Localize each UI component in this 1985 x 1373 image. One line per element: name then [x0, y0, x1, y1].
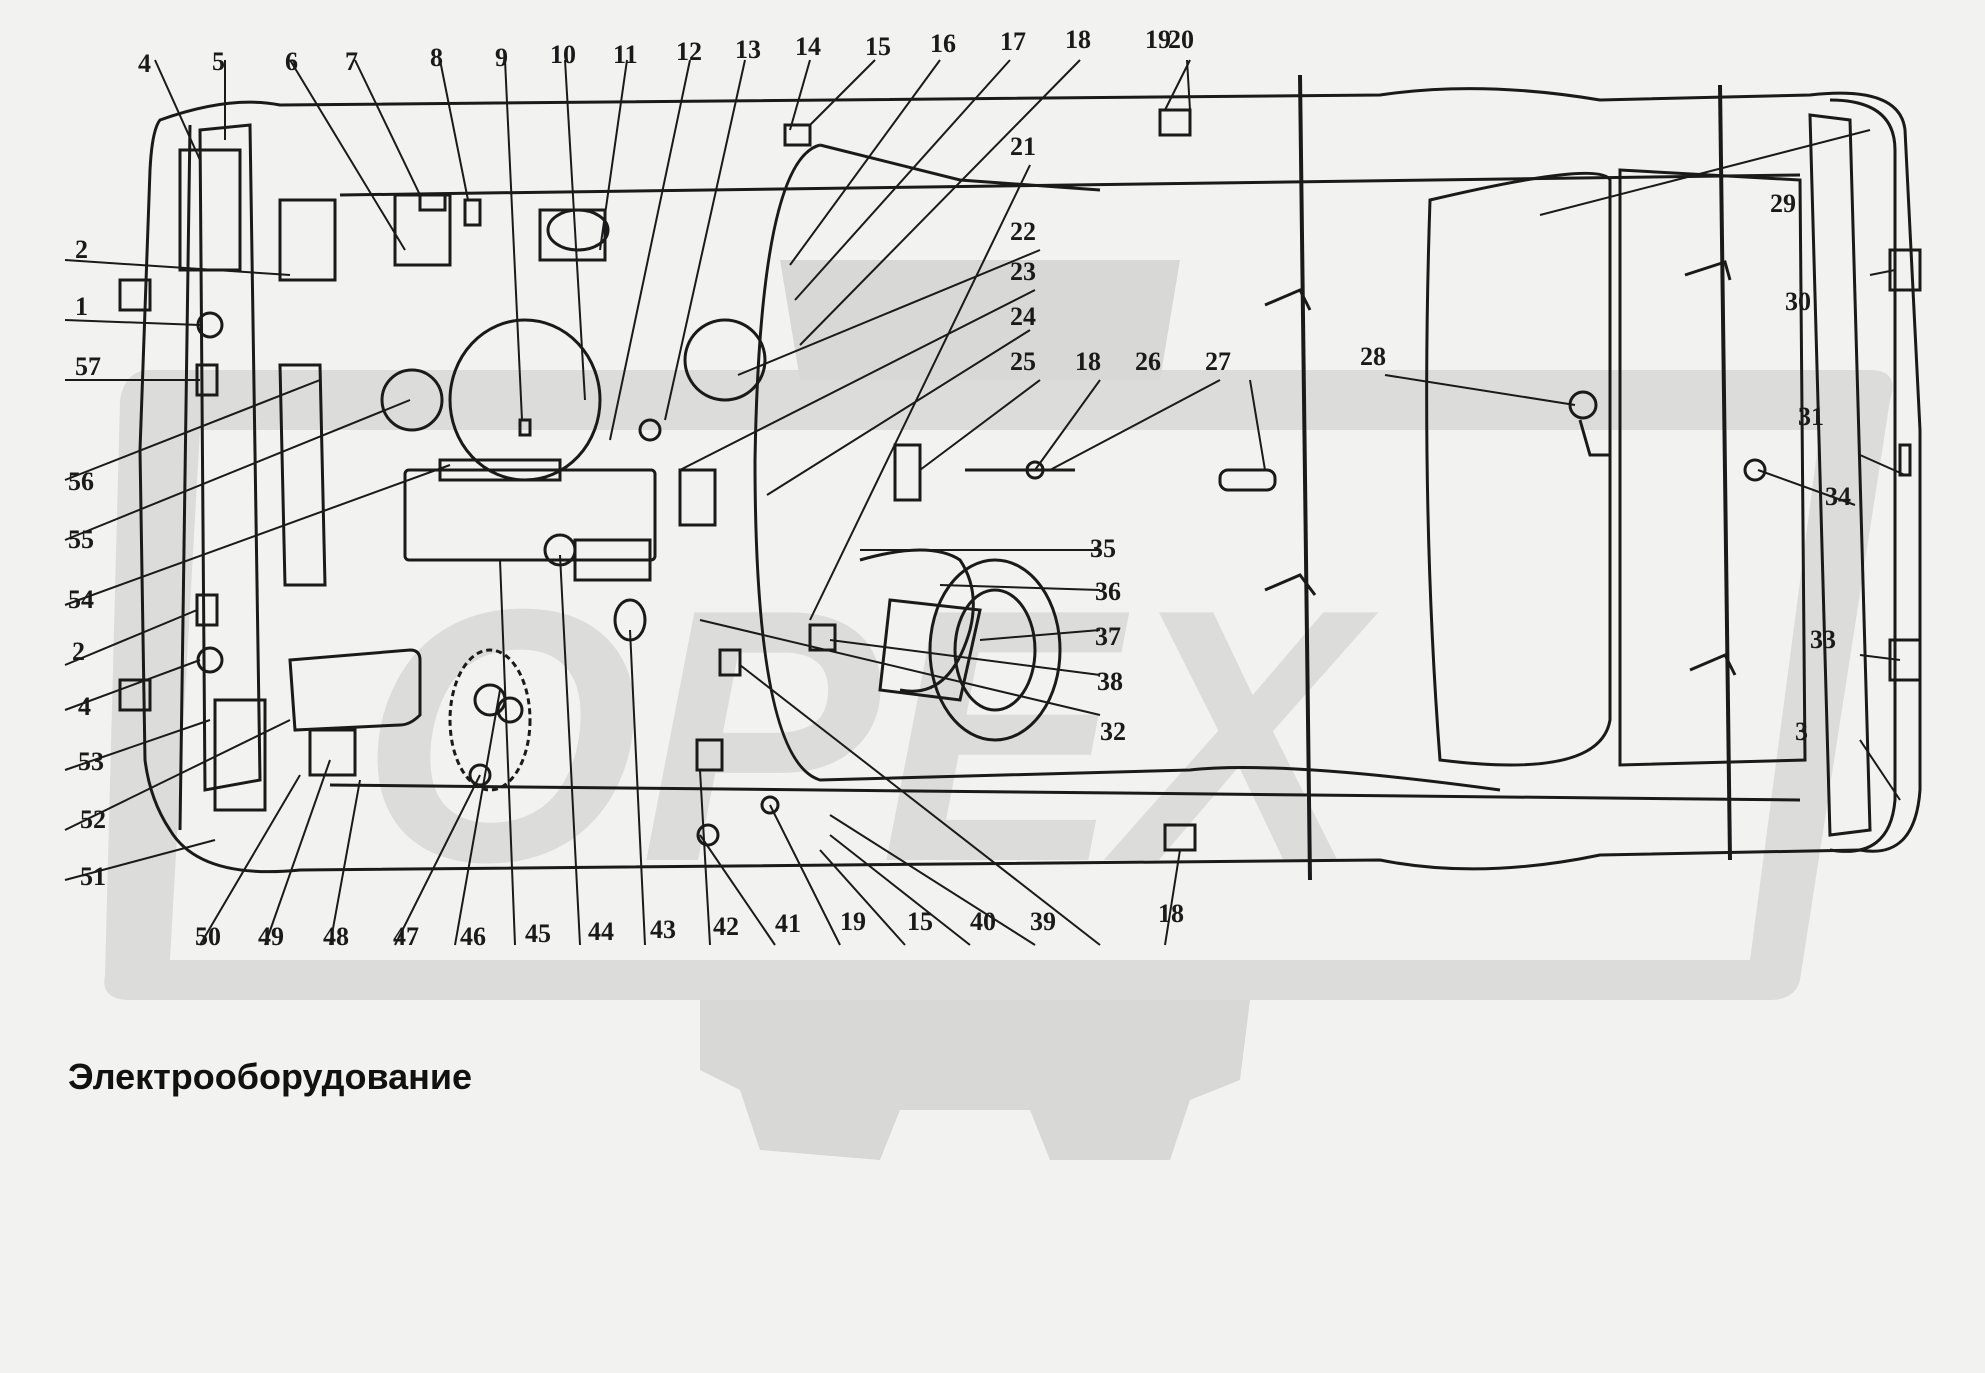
callout-number: 18: [1075, 347, 1101, 376]
callout-number: 10: [550, 40, 576, 69]
callout-number: 19: [1145, 25, 1171, 54]
callout-number: 52: [80, 805, 106, 834]
callout-number: 39: [1030, 907, 1056, 936]
callout-number: 8: [430, 43, 443, 72]
callout-number: 35: [1090, 534, 1116, 563]
callout-number: 18: [1158, 899, 1184, 928]
callout-number: 50: [195, 922, 221, 951]
callout-number: 13: [735, 35, 761, 64]
callout-number: 17: [1000, 27, 1026, 56]
callout-number: 6: [285, 47, 298, 76]
callout-number: 24: [1010, 302, 1036, 331]
callout-number: 37: [1095, 622, 1121, 651]
callout-number: 15: [907, 907, 933, 936]
callout-number: 56: [68, 467, 94, 496]
callout-number: 36: [1095, 577, 1121, 606]
callout-number: 34: [1825, 482, 1851, 511]
callout-number: 28: [1360, 342, 1386, 371]
callout-number: 33: [1810, 625, 1836, 654]
callout-number: 47: [393, 922, 419, 951]
callout-number: 27: [1205, 347, 1231, 376]
callout-number: 18: [1065, 25, 1091, 54]
callout-number: 2: [75, 235, 88, 264]
callout-number: 31: [1798, 402, 1824, 431]
callout-number: 46: [460, 922, 486, 951]
callout-number: 16: [930, 29, 956, 58]
callout-number: 48: [323, 922, 349, 951]
callout-number: 41: [775, 909, 801, 938]
callout-number: 12: [676, 37, 702, 66]
callout-number: 42: [713, 912, 739, 941]
callout-number: 1: [75, 292, 88, 321]
callout-number: 40: [970, 907, 996, 936]
callout-labels: 4 5 6 7 8 9 10 11 12 13 14 15 16 17 18 1…: [68, 25, 1851, 951]
callout-number: 45: [525, 919, 551, 948]
diagram-caption: Электрооборудование: [68, 1056, 473, 1097]
callout-number: 23: [1010, 257, 1036, 286]
callout-number: 53: [78, 747, 104, 776]
callout-number: 30: [1785, 287, 1811, 316]
callout-number: 55: [68, 525, 94, 554]
callout-number: 43: [650, 915, 676, 944]
callout-number: 14: [795, 32, 821, 61]
callout-number: 32: [1100, 717, 1126, 746]
callout-number: 19: [840, 907, 866, 936]
callout-number: 15: [865, 32, 891, 61]
car-body: [118, 74, 1922, 881]
watermark-logo: ОРЕХ: [104, 260, 1893, 1160]
callout-number: 49: [258, 922, 284, 951]
callout-number: 29: [1770, 189, 1796, 218]
callout-number: 7: [345, 47, 358, 76]
callout-number: 57: [75, 352, 101, 381]
callout-number: 26: [1135, 347, 1161, 376]
callout-number: 44: [588, 917, 614, 946]
callout-number: 3: [1795, 717, 1808, 746]
callout-number: 11: [613, 40, 638, 69]
callout-number: 21: [1010, 132, 1036, 161]
callout-number: 5: [212, 47, 225, 76]
callout-number: 4: [78, 692, 91, 721]
callout-number: 4: [138, 49, 151, 78]
callout-number: 22: [1010, 217, 1036, 246]
leader-lines: [64, 59, 1906, 946]
callout-number: 25: [1010, 347, 1036, 376]
callout-number: 38: [1097, 667, 1123, 696]
callout-number: 20: [1168, 25, 1194, 54]
callout-number: 9: [495, 43, 508, 72]
callout-number: 2: [72, 637, 85, 666]
callout-number: 54: [68, 585, 94, 614]
callout-number: 51: [80, 862, 106, 891]
